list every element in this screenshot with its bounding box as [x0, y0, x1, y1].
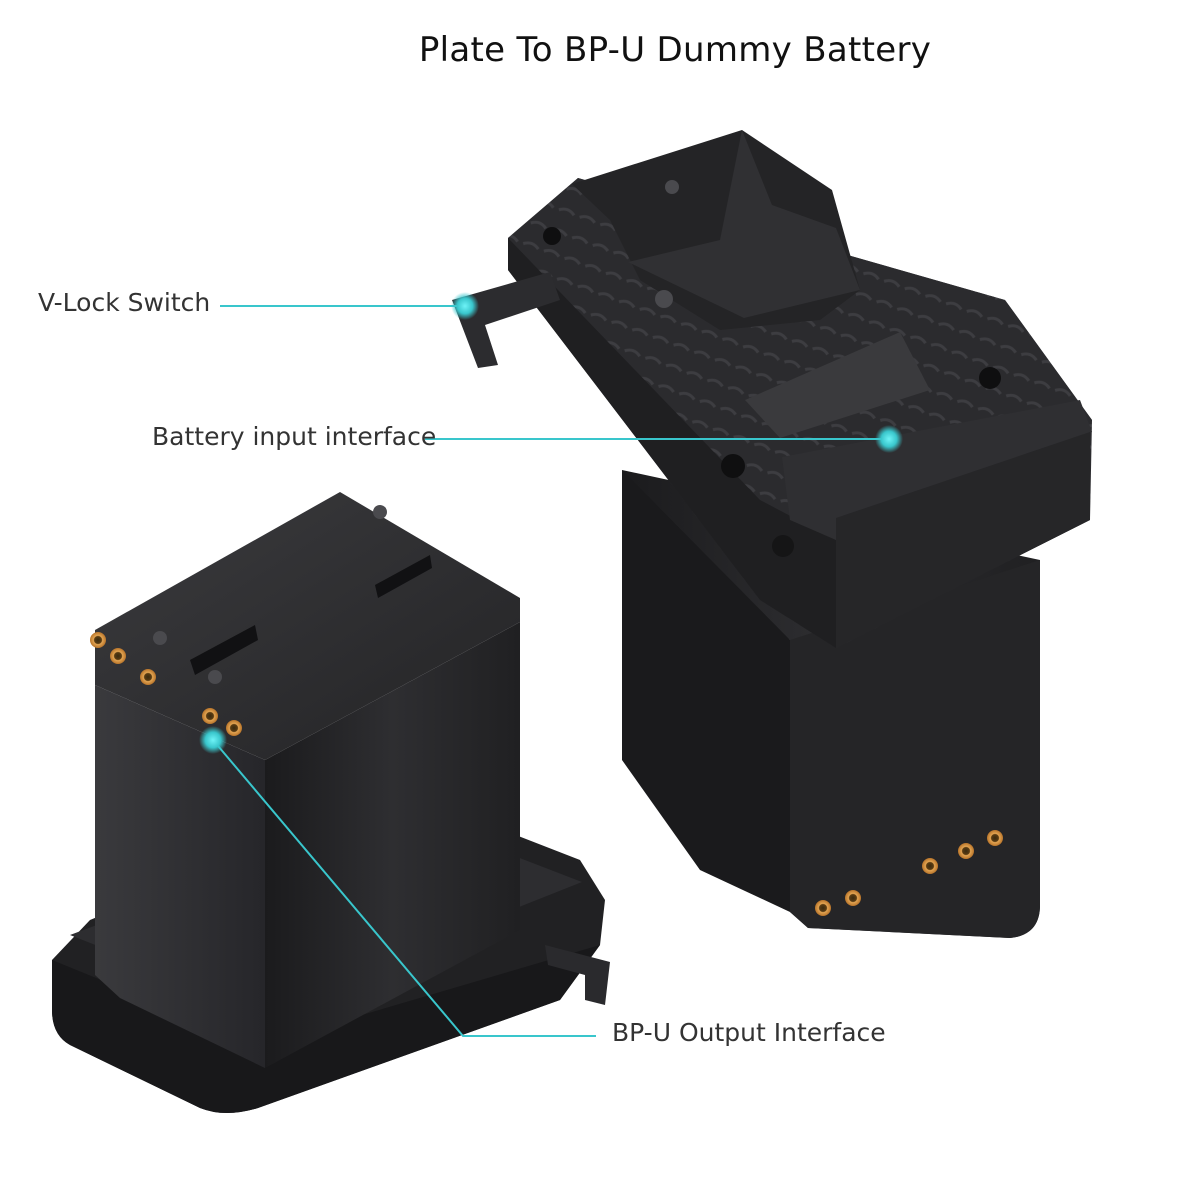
vmount-bottom-contacts [815, 830, 1003, 916]
vmount-body-face [790, 560, 1040, 938]
vlock-switch-label: V-Lock Switch [38, 288, 211, 317]
callout-leaders [199, 292, 903, 1037]
output-marker-dot [199, 726, 227, 754]
output-leader-line [212, 739, 596, 1037]
battery-body-side [265, 622, 520, 1068]
bpu-dummy-battery [52, 492, 610, 1113]
battery-body-front [95, 685, 265, 1068]
vmount-body-side [622, 470, 790, 912]
input-marker-dot [875, 425, 903, 453]
battery-top [95, 492, 520, 760]
page-title: Plate To BP-U Dummy Battery [418, 30, 932, 70]
vmount-plate-product [452, 130, 1092, 938]
bpu-output-label: BP-U Output Interface [612, 1018, 886, 1047]
battery-input-label: Battery input interface [152, 422, 437, 451]
battery-top-contacts [90, 632, 242, 736]
vlock-marker-dot [451, 292, 479, 320]
v-lock-switch [452, 272, 560, 368]
